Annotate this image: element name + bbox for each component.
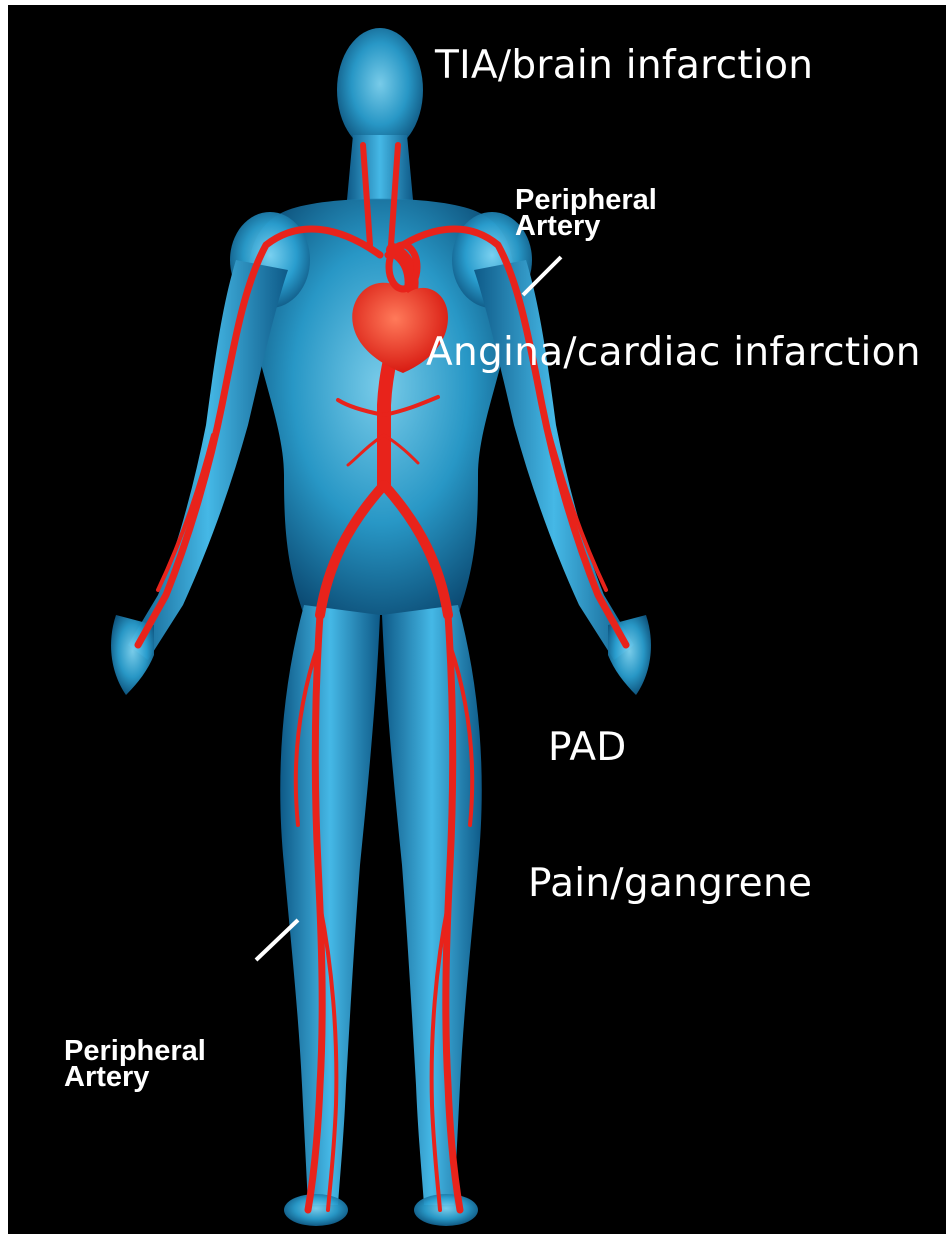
- peripheral-artery-top-line2: Artery: [515, 213, 657, 239]
- peripheral-artery-bottom-label: Peripheral Artery: [64, 1038, 206, 1090]
- peripheral-artery-top-label: Peripheral Artery: [515, 187, 657, 239]
- neck: [347, 135, 413, 200]
- angina-cardiac-infarction-label: Angina/cardiac infarction: [426, 330, 921, 375]
- diagram-canvas: TIA/brain infarction Angina/cardiac infa…: [8, 5, 946, 1234]
- pain-gangrene-label: Pain/gangrene: [528, 861, 812, 906]
- left-foot: [284, 1194, 348, 1226]
- tia-brain-infarction-label: TIA/brain infarction: [435, 43, 813, 88]
- pad-label: PAD: [548, 725, 627, 770]
- left-leg: [280, 605, 380, 1205]
- peripheral-artery-bottom-line2: Artery: [64, 1064, 206, 1090]
- head: [337, 28, 423, 152]
- right-foot: [414, 1194, 478, 1226]
